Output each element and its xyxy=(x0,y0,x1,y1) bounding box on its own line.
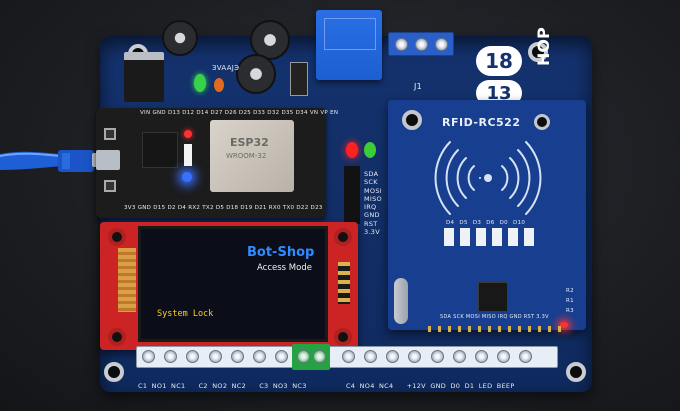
resistor-array xyxy=(184,144,192,166)
rfid-side-labels: SDA SCK MOSI MISO IRQ GND RST 3.3V xyxy=(364,170,382,237)
relay xyxy=(316,10,382,80)
logo-number-18: 18 xyxy=(476,46,522,76)
esp32-shield: ESP32 WROOM-32 xyxy=(210,120,294,192)
terminal-screw xyxy=(519,350,532,363)
terminal-screw xyxy=(231,350,244,363)
terminal-screw xyxy=(395,38,408,51)
terminal-screw xyxy=(475,350,488,363)
crystal xyxy=(394,278,408,324)
terminal-screw xyxy=(364,350,377,363)
terminal-screw xyxy=(253,350,266,363)
green-terminal xyxy=(292,344,330,370)
rfid-antenna-icon xyxy=(434,141,542,215)
micro-usb-port xyxy=(96,150,120,170)
silk-j1: J1 xyxy=(414,82,423,91)
terminal-labels: C1 NO1 NC1 C2 NO2 NC2 C3 NO3 NC3 C4 NO4 … xyxy=(138,382,515,390)
red-led xyxy=(184,130,192,138)
tft-flex-ribbon xyxy=(118,248,136,312)
terminal-screw xyxy=(209,350,222,363)
terminal-screw xyxy=(415,38,428,51)
mount-hole xyxy=(104,362,124,382)
status-led-red xyxy=(346,142,358,158)
rfid-header xyxy=(344,166,360,224)
rfid-power-led xyxy=(560,322,568,328)
tft-mount-hole xyxy=(334,328,352,346)
capacitor xyxy=(162,20,198,56)
terminal-screw xyxy=(497,350,510,363)
mount-hole xyxy=(528,42,548,62)
rfid-r-labels: R2 R1 R3 xyxy=(566,288,574,314)
rfid-pins xyxy=(428,326,568,332)
logo-text: HOP xyxy=(534,27,553,66)
rfid-bottom-labels: SDA SCK MOSI MISO IRQ GND RST 3.3V xyxy=(440,314,549,320)
jumper-row xyxy=(444,228,536,246)
rfid-title: RFID-RC522 xyxy=(442,116,521,129)
voltage-regulator xyxy=(124,52,164,102)
terminal-screw xyxy=(408,350,421,363)
chip-model: WROOM-32 xyxy=(226,152,267,160)
green-led xyxy=(194,74,206,92)
capacitor xyxy=(236,54,276,94)
usb-uart-chip xyxy=(142,132,178,168)
rfid-module: RFID-RC522 D4 D5 D3 D6 D0 D10 SDA SCK MO… xyxy=(388,100,586,332)
tft-screen: Bot-Shop Access Mode System Lock xyxy=(138,226,328,342)
terminal-screw xyxy=(164,350,177,363)
terminal-screw xyxy=(142,350,155,363)
top-terminal-block xyxy=(388,32,454,56)
terminal-screw xyxy=(186,350,199,363)
terminal-screw xyxy=(431,350,444,363)
lcd-mode-text: Access Mode xyxy=(257,263,312,273)
silk-top-mark: ЗVAAJЭ xyxy=(212,64,240,72)
orange-led xyxy=(214,78,224,92)
lcd-status-text: System Lock xyxy=(157,309,214,319)
tft-mount-hole xyxy=(334,228,352,246)
reset-button[interactable] xyxy=(104,128,116,140)
terminal-screw xyxy=(435,38,448,51)
esp32-pins-bottom: 3V3 GND D15 D2 D4 RX2 TX2 D5 D18 D19 D21… xyxy=(124,205,323,211)
terminal-screw xyxy=(275,350,288,363)
mount-hole xyxy=(566,362,586,382)
terminal-screw xyxy=(342,350,355,363)
esp32-pins-top: VIN GND D13 D12 D14 D27 D26 D25 D33 D32 … xyxy=(140,110,339,116)
terminal-screw xyxy=(453,350,466,363)
status-led-green xyxy=(364,142,376,158)
rfid-header-labels: D4 D5 D3 D6 D0 D10 xyxy=(446,220,526,226)
chip-brand: ESP32 xyxy=(230,136,269,149)
diode xyxy=(290,62,308,96)
boot-button[interactable] xyxy=(104,180,116,192)
tft-mount-hole xyxy=(108,328,126,346)
terminal-screw xyxy=(386,350,399,363)
tft-mount-hole xyxy=(108,228,126,246)
blue-led xyxy=(182,172,192,182)
tft-pin-header xyxy=(338,262,350,304)
mfrc522-chip xyxy=(478,282,508,312)
lcd-brand-text: Bot-Shop xyxy=(247,245,315,260)
